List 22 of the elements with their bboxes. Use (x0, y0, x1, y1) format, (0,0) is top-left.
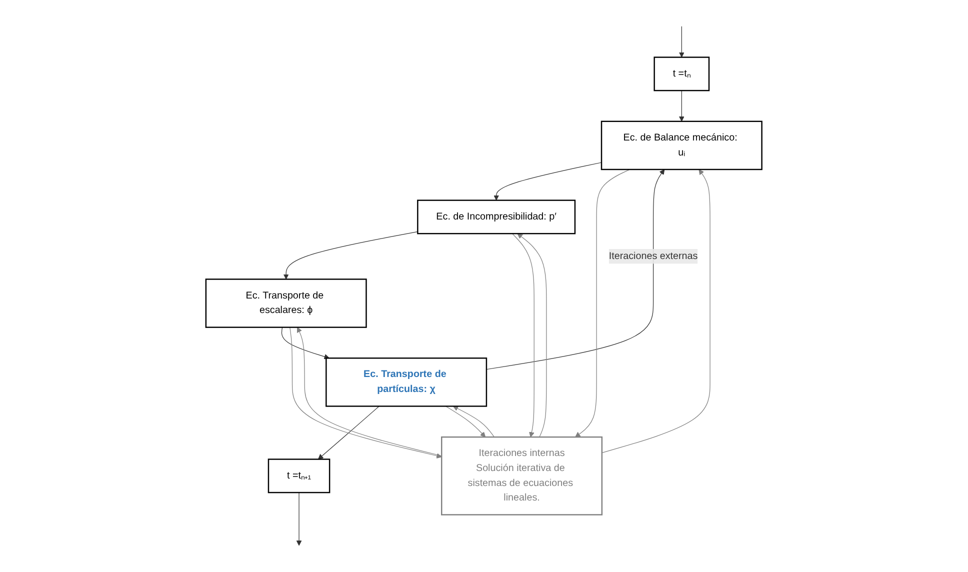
arrow (486, 169, 665, 370)
arrow (284, 231, 418, 280)
edge-label: Iteraciones externas (609, 250, 698, 262)
arrow (517, 233, 547, 438)
arrow (453, 406, 495, 438)
arrow (494, 162, 602, 201)
node-box: Ec. Transporte de partículas: χ (326, 358, 488, 407)
arrow (679, 26, 684, 58)
node-box: Iteraciones internas Solución iterativa de sistemas de ecuaciones lineales. (441, 436, 603, 516)
node-box: Ec. de Incompresibilidad: p′ (417, 200, 576, 234)
node-box: Ec. Transporte de escalares: ϕ (205, 278, 367, 328)
arrow (296, 492, 302, 546)
arrow (318, 406, 380, 460)
arrow (679, 90, 684, 122)
arrow (282, 327, 330, 360)
node-box: Ec. de Balance mecánico: uᵢ (601, 120, 763, 170)
arrow (512, 233, 535, 438)
node-box: t =tₙ (654, 56, 710, 92)
arrow (446, 406, 486, 438)
arrow (575, 169, 630, 438)
node-box: t =tₙ₊₁ (268, 458, 330, 494)
arrow (602, 169, 710, 454)
